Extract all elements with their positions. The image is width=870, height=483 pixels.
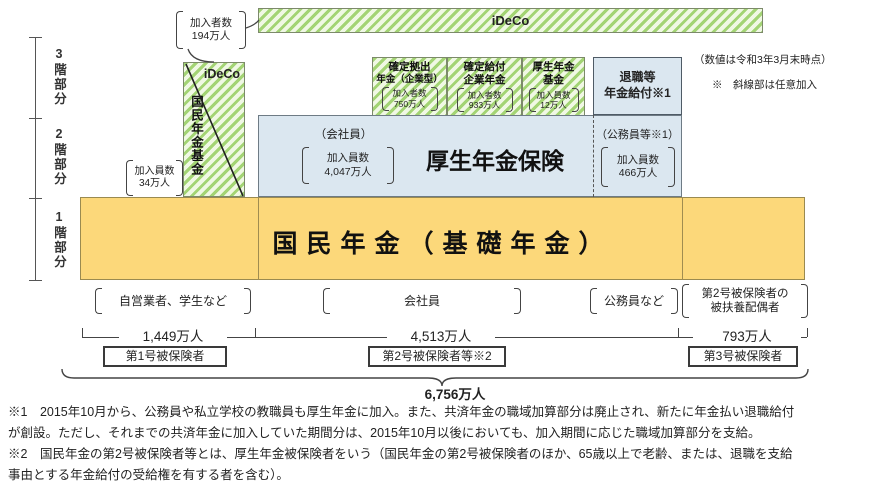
ideco-members-bracket: 加入者数 194万人 (176, 11, 246, 49)
tier-label-3: 3階部分 (52, 47, 66, 107)
group-label-fuyou-line2: 被扶養配偶者 (710, 302, 780, 314)
db-kigyo-nenkin-box: 確定給付 企業年金 加入者数 933万人 (447, 57, 522, 116)
kikin-members-value: 34万人 (138, 178, 171, 189)
komuin-members-value: 466万人 (618, 167, 658, 179)
taishoku-line1: 退職等 (619, 70, 656, 85)
kikin-members-bracket: 加入員数 34万人 (126, 160, 183, 196)
group-label-komuin: 公務員など (603, 293, 664, 308)
as-of-note: （数値は令和3年3月末時点） (694, 54, 832, 66)
tier-axis-tick (29, 280, 42, 281)
kikin-members-caption: 加入員数 (134, 165, 175, 177)
dc-title-line2: 年金（企業型） (376, 73, 443, 85)
bracket-to-column-connector (187, 48, 215, 63)
komuin-members-bracket: 加入員数 466万人 (601, 147, 675, 187)
kaishain-members-value: 4,047万人 (324, 165, 372, 178)
tier-axis-tick (29, 37, 42, 38)
taishoku-line2: 年金給付※1 (604, 86, 671, 100)
ideco-top-bar-label: iDeCo (491, 13, 530, 28)
kokumin-divider-1 (258, 197, 259, 280)
db-title-line1: 確定給付 (463, 61, 506, 73)
footnote-1-line1: ※1 2015年10月から、公務員や私立学校の教職員も厚生年金に加入。また、共済… (8, 405, 795, 419)
footnote-2-line2: 事由とする年金給付の受給権を有する者を含む）。 (8, 468, 289, 482)
tier-axis-tick (29, 198, 42, 199)
kaishain-members-bracket: 加入員数 4,047万人 (302, 147, 394, 184)
ideco-top-bar: iDeCo (258, 8, 763, 33)
group-label-kaishain: 会社員 (403, 293, 440, 308)
dc-members-caption: 加入者数 (392, 88, 427, 99)
kokumin-nenkin-title: 国民年金（基礎年金） (272, 230, 613, 258)
footnote-2-line1: ※2 国民年金の第2号被保険者等とは、厚生年金被保険者をいう（国民年金の第2号被… (8, 447, 793, 461)
knk-members-value: 12万人 (540, 100, 567, 111)
komuin-members-caption: 加入員数 (617, 153, 659, 166)
count-dai1: 1,449万人 (119, 329, 227, 345)
group-bracket-komuin: 公務員など (590, 288, 678, 314)
kosei-box-divider (593, 115, 594, 197)
tier-label-1: 1階部分 (52, 210, 66, 270)
tier-axis-line (35, 37, 36, 280)
taishoku-nenkin-kyufu-box: 退職等 年金給付※1 (593, 57, 682, 115)
dc-title-line1: 確定拠出 (388, 61, 431, 73)
group-bracket-jieigyo: 自営業者、学生など (95, 288, 251, 314)
knk-title-line1: 厚生年金 (532, 61, 575, 73)
db-members-value: 933万人 (468, 100, 501, 111)
ideco-members-value: 194万人 (191, 30, 231, 42)
knk-members-bracket: 加入員数 12万人 (528, 88, 579, 113)
tier-axis-tick (29, 118, 42, 119)
kikin-name-label: 国民年金基金 (189, 95, 203, 176)
komuin-label: （公務員等※1） (595, 129, 680, 141)
group-label-fuyou-line1: 第2号被保険者の (701, 287, 789, 300)
tier-label-2: 2階部分 (52, 127, 66, 187)
kokumin-divider-2 (682, 197, 683, 280)
count-dai3: 793万人 (693, 329, 801, 345)
kosei-nenkin-kikin-box: 厚生年金 基金 加入員数 12万人 (522, 57, 585, 116)
kaishain-members-caption: 加入員数 (327, 152, 369, 165)
total-count: 6,756万人 (424, 387, 486, 402)
count-dai2: 4,513万人 (387, 329, 495, 345)
insured-type-3: 第3号被保険者 (688, 346, 798, 367)
kokumin-nenkin-kikin-column: iDeCo 国民年金基金 (183, 62, 245, 197)
count-line-tick (255, 328, 256, 337)
kaishain-label: （会社員） (314, 129, 373, 141)
kosei-nenkin-hoken-title: 厚生年金保険 (426, 148, 564, 174)
group-label-jieigyo: 自営業者、学生など (118, 293, 227, 308)
db-members-caption: 加入者数 (467, 89, 502, 100)
knk-title-line2: 基金 (543, 73, 564, 86)
insured-type-2: 第2号被保険者等※2 (368, 346, 506, 367)
db-members-bracket: 加入者数 933万人 (456, 88, 513, 113)
dc-members-bracket: 加入者数 750万人 (381, 86, 438, 111)
kokumin-nenkin-box (80, 197, 805, 280)
group-bracket-kaishain: 会社員 (323, 288, 521, 314)
ideco-members-caption: 加入者数 (190, 16, 232, 29)
count-line-tick (82, 328, 83, 337)
kosei-nenkin-hoken-box (258, 115, 682, 197)
group-bracket-fuyouhaigusha: 第2号被保険者の 被扶養配偶者 (682, 284, 808, 318)
insured-type-1: 第1号被保険者 (103, 346, 227, 367)
kikin-ideco-label: iDeCo (203, 67, 240, 81)
dc-kigyogata-box: 確定拠出 年金（企業型） 加入者数 750万人 (372, 57, 447, 116)
count-line-tick (807, 328, 808, 337)
dc-members-value: 750万人 (393, 98, 426, 109)
count-line-tick (678, 328, 679, 337)
knk-members-caption: 加入員数 (536, 89, 571, 100)
footnote-1-line2: が創設。ただし、それまでの共済年金に加入していた期間分は、2015年10月以後に… (8, 426, 761, 440)
hatch-legend-note: ※ 斜線部は任意加入 (712, 79, 817, 91)
db-title-line2: 企業年金 (463, 73, 506, 86)
